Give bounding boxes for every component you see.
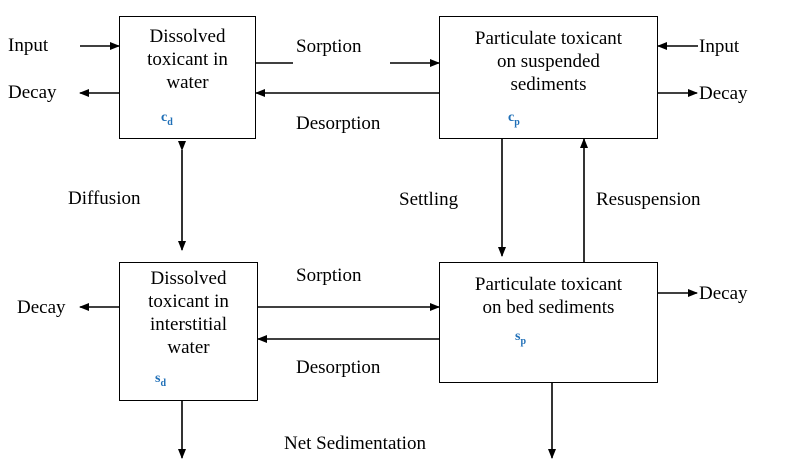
box-dissolved-interstitial-text: Dissolved toxicant in interstitial water [148, 268, 229, 358]
label-sorption-bottom: Sorption [296, 265, 362, 286]
box-particulate-bed-text: Particulate toxicant on bed sediments [474, 274, 623, 318]
box-dissolved-water: Dissolved toxicant in water [119, 16, 256, 139]
label-resuspension: Resuspension [596, 189, 701, 210]
label-net-sedimentation: Net Sedimentation [284, 433, 426, 454]
label-desorption-top: Desorption [296, 113, 381, 134]
label-diffusion: Diffusion [68, 188, 141, 209]
symbol-sp: sp [515, 329, 527, 347]
box-particulate-bed: Particulate toxicant on bed sediments [439, 262, 658, 383]
label-decay-left-bottom: Decay [17, 297, 66, 318]
box-dissolved-interstitial: Dissolved toxicant in interstitial water [119, 262, 258, 401]
label-decay-right-bottom: Decay [699, 283, 748, 304]
label-input-right: Input [699, 36, 740, 57]
symbol-cd: cd [161, 110, 173, 128]
box-particulate-suspended-text: Particulate toxicant on suspended sedime… [474, 28, 623, 95]
label-desorption-bottom: Desorption [296, 357, 381, 378]
label-settling: Settling [399, 189, 459, 210]
label-decay-left-top: Decay [8, 82, 57, 103]
symbol-sd: sd [155, 371, 167, 389]
symbol-cp: cp [508, 110, 520, 128]
box-particulate-suspended: Particulate toxicant on suspended sedime… [439, 16, 658, 139]
label-sorption-top: Sorption [296, 36, 362, 57]
box-dissolved-water-text: Dissolved toxicant in water [147, 26, 228, 93]
label-decay-right-top: Decay [699, 83, 748, 104]
label-input-left: Input [8, 35, 49, 56]
